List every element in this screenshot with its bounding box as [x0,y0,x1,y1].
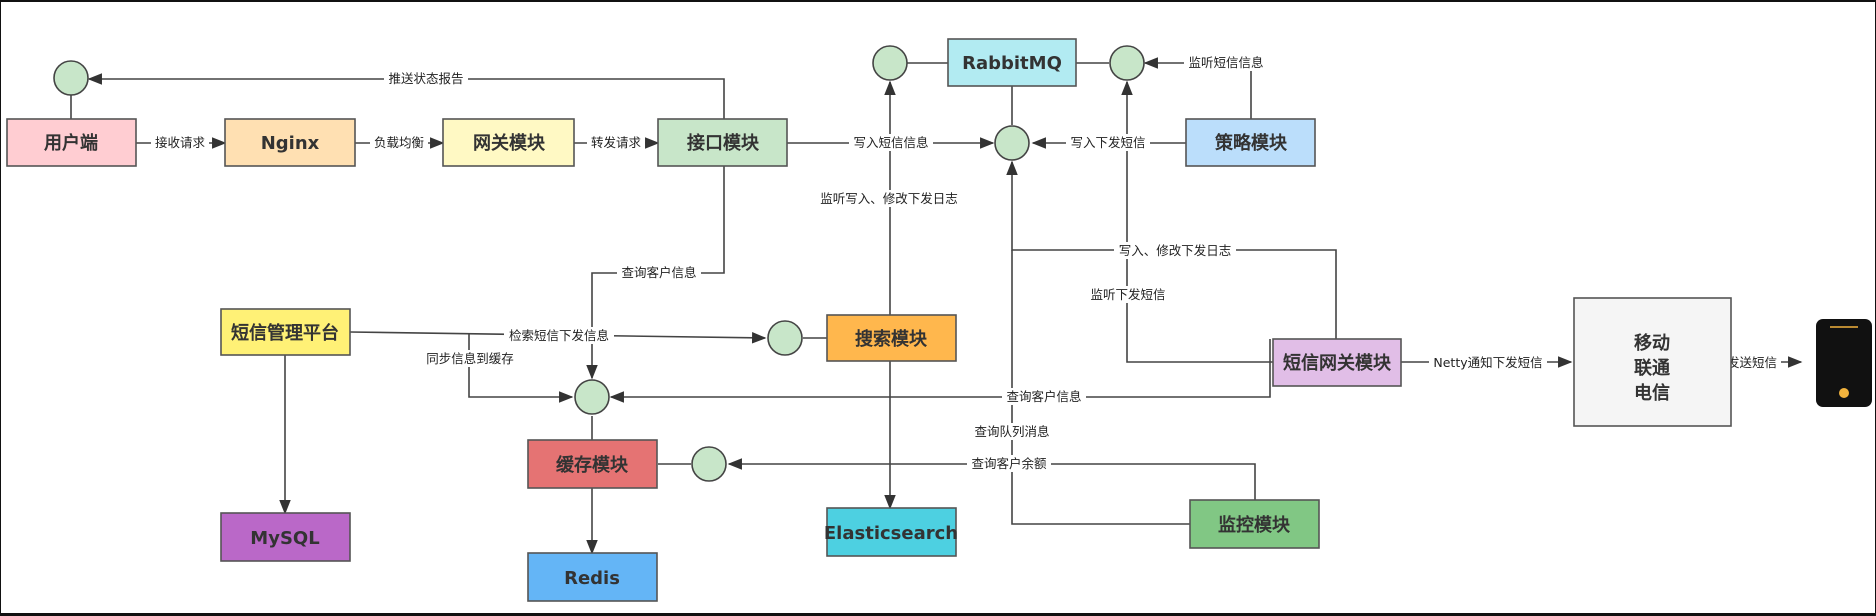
svg-text:检索短信下发信息: 检索短信下发信息 [509,328,609,343]
label-forward-request: 转发请求 [587,134,645,151]
hub-search [767,320,803,356]
edge-listen-sms [1143,57,1252,119]
svg-text:用户端: 用户端 [44,132,98,154]
svg-text:负载均衡: 负载均衡 [374,135,424,150]
hub-rabbitmq-left [872,45,908,81]
label-sync-cache: 同步信息到缓存 [422,350,518,367]
svg-text:写入、修改下发日志: 写入、修改下发日志 [1119,243,1232,258]
svg-text:Nginx: Nginx [261,133,320,154]
node-nginx: Nginx [224,118,356,167]
svg-text:Elasticsearch: Elasticsearch [824,523,958,544]
svg-text:短信管理平台: 短信管理平台 [231,322,339,344]
node-rabbitmq: RabbitMQ [947,38,1077,87]
label-push-status: 推送状态报告 [384,70,468,87]
svg-text:缓存模块: 缓存模块 [556,454,629,476]
svg-text:Netty通知下发短信: Netty通知下发短信 [1433,355,1542,370]
label-search-sms: 检索短信下发信息 [504,327,614,344]
svg-text:写入短信信息: 写入短信信息 [853,135,928,150]
svg-text:短信网关模块: 短信网关模块 [1283,352,1392,374]
hub-central [994,125,1030,161]
node-monitor: 监控模块 [1189,499,1320,549]
node-carriers: 移动 联通 电信 [1573,297,1732,427]
node-sms-gateway: 短信网关模块 [1272,338,1402,387]
label-query-queue: 查询队列消息 [970,423,1054,440]
hub-cache-right [691,446,727,482]
label-netty: Netty通知下发短信 [1429,354,1547,371]
label-load-balance: 负载均衡 [370,134,428,151]
hub-rabbitmq-right [1109,45,1145,81]
svg-text:查询队列消息: 查询队列消息 [974,424,1049,439]
edge-query-balance [727,458,1256,500]
svg-text:接口模块: 接口模块 [687,132,760,154]
node-strategy: 策略模块 [1185,118,1316,167]
node-sms-admin: 短信管理平台 [220,308,351,356]
node-gateway: 网关模块 [442,118,575,167]
edge-query-customer-gateway [609,339,1271,403]
svg-text:网关模块: 网关模块 [473,132,546,154]
svg-text:Redis: Redis [564,568,620,589]
label-receive-request: 接收请求 [151,134,209,151]
carrier-telecom: 电信 [1634,382,1670,404]
svg-text:搜索模块: 搜索模块 [855,328,928,350]
svg-text:查询客户信息: 查询客户信息 [1006,389,1081,404]
hub-cache-top [574,379,610,415]
svg-text:查询客户余额: 查询客户余额 [971,456,1047,471]
mobile-phone-icon [1816,319,1872,407]
label-listen-send: 监听下发短信 [1086,286,1170,303]
svg-text:查询客户信息: 查询客户信息 [621,265,696,280]
svg-text:监控模块: 监控模块 [1218,514,1291,536]
node-redis: Redis [527,552,658,602]
svg-text:推送状态报告: 推送状态报告 [388,71,463,86]
label-query-customer-1: 查询客户信息 [617,264,701,281]
label-write-sms: 写入短信信息 [849,134,933,151]
node-cache: 缓存模块 [527,439,658,489]
edge-query-queue [1011,250,1190,525]
label-listen-sms: 监听短信信息 [1184,54,1268,71]
node-elasticsearch: Elasticsearch [824,507,958,557]
svg-text:RabbitMQ: RabbitMQ [962,53,1062,74]
label-write-modify-log: 写入、修改下发日志 [1114,242,1236,259]
carrier-mobile: 移动 [1634,332,1670,354]
label-query-balance: 查询客户余额 [967,455,1051,472]
node-api: 接口模块 [657,118,788,167]
svg-text:策略模块: 策略模块 [1215,132,1288,154]
label-send-sms: 发送短信 [1723,354,1781,371]
svg-text:MySQL: MySQL [250,528,319,549]
edge-listen-send [1121,80,1273,363]
svg-text:接收请求: 接收请求 [155,135,206,150]
node-user: 用户端 [6,118,137,167]
node-search: 搜索模块 [826,314,957,362]
carrier-unicom: 联通 [1634,358,1670,379]
edge-push-status [87,73,725,119]
svg-text:监听短信信息: 监听短信信息 [1188,55,1263,70]
svg-text:监听下发短信: 监听下发短信 [1090,287,1165,302]
hub-user [53,60,89,96]
svg-text:写入下发短信: 写入下发短信 [1070,135,1145,150]
svg-text:发送短信: 发送短信 [1727,355,1777,370]
svg-text:监听写入、修改下发日志: 监听写入、修改下发日志 [820,191,958,206]
node-mysql: MySQL [220,512,351,562]
label-listen-write-log: 监听写入、修改下发日志 [816,190,962,207]
label-query-customer-2: 查询客户信息 [1002,388,1086,405]
label-write-send: 写入下发短信 [1066,134,1150,151]
svg-text:同步信息到缓存: 同步信息到缓存 [426,351,514,366]
svg-text:转发请求: 转发请求 [591,135,642,150]
